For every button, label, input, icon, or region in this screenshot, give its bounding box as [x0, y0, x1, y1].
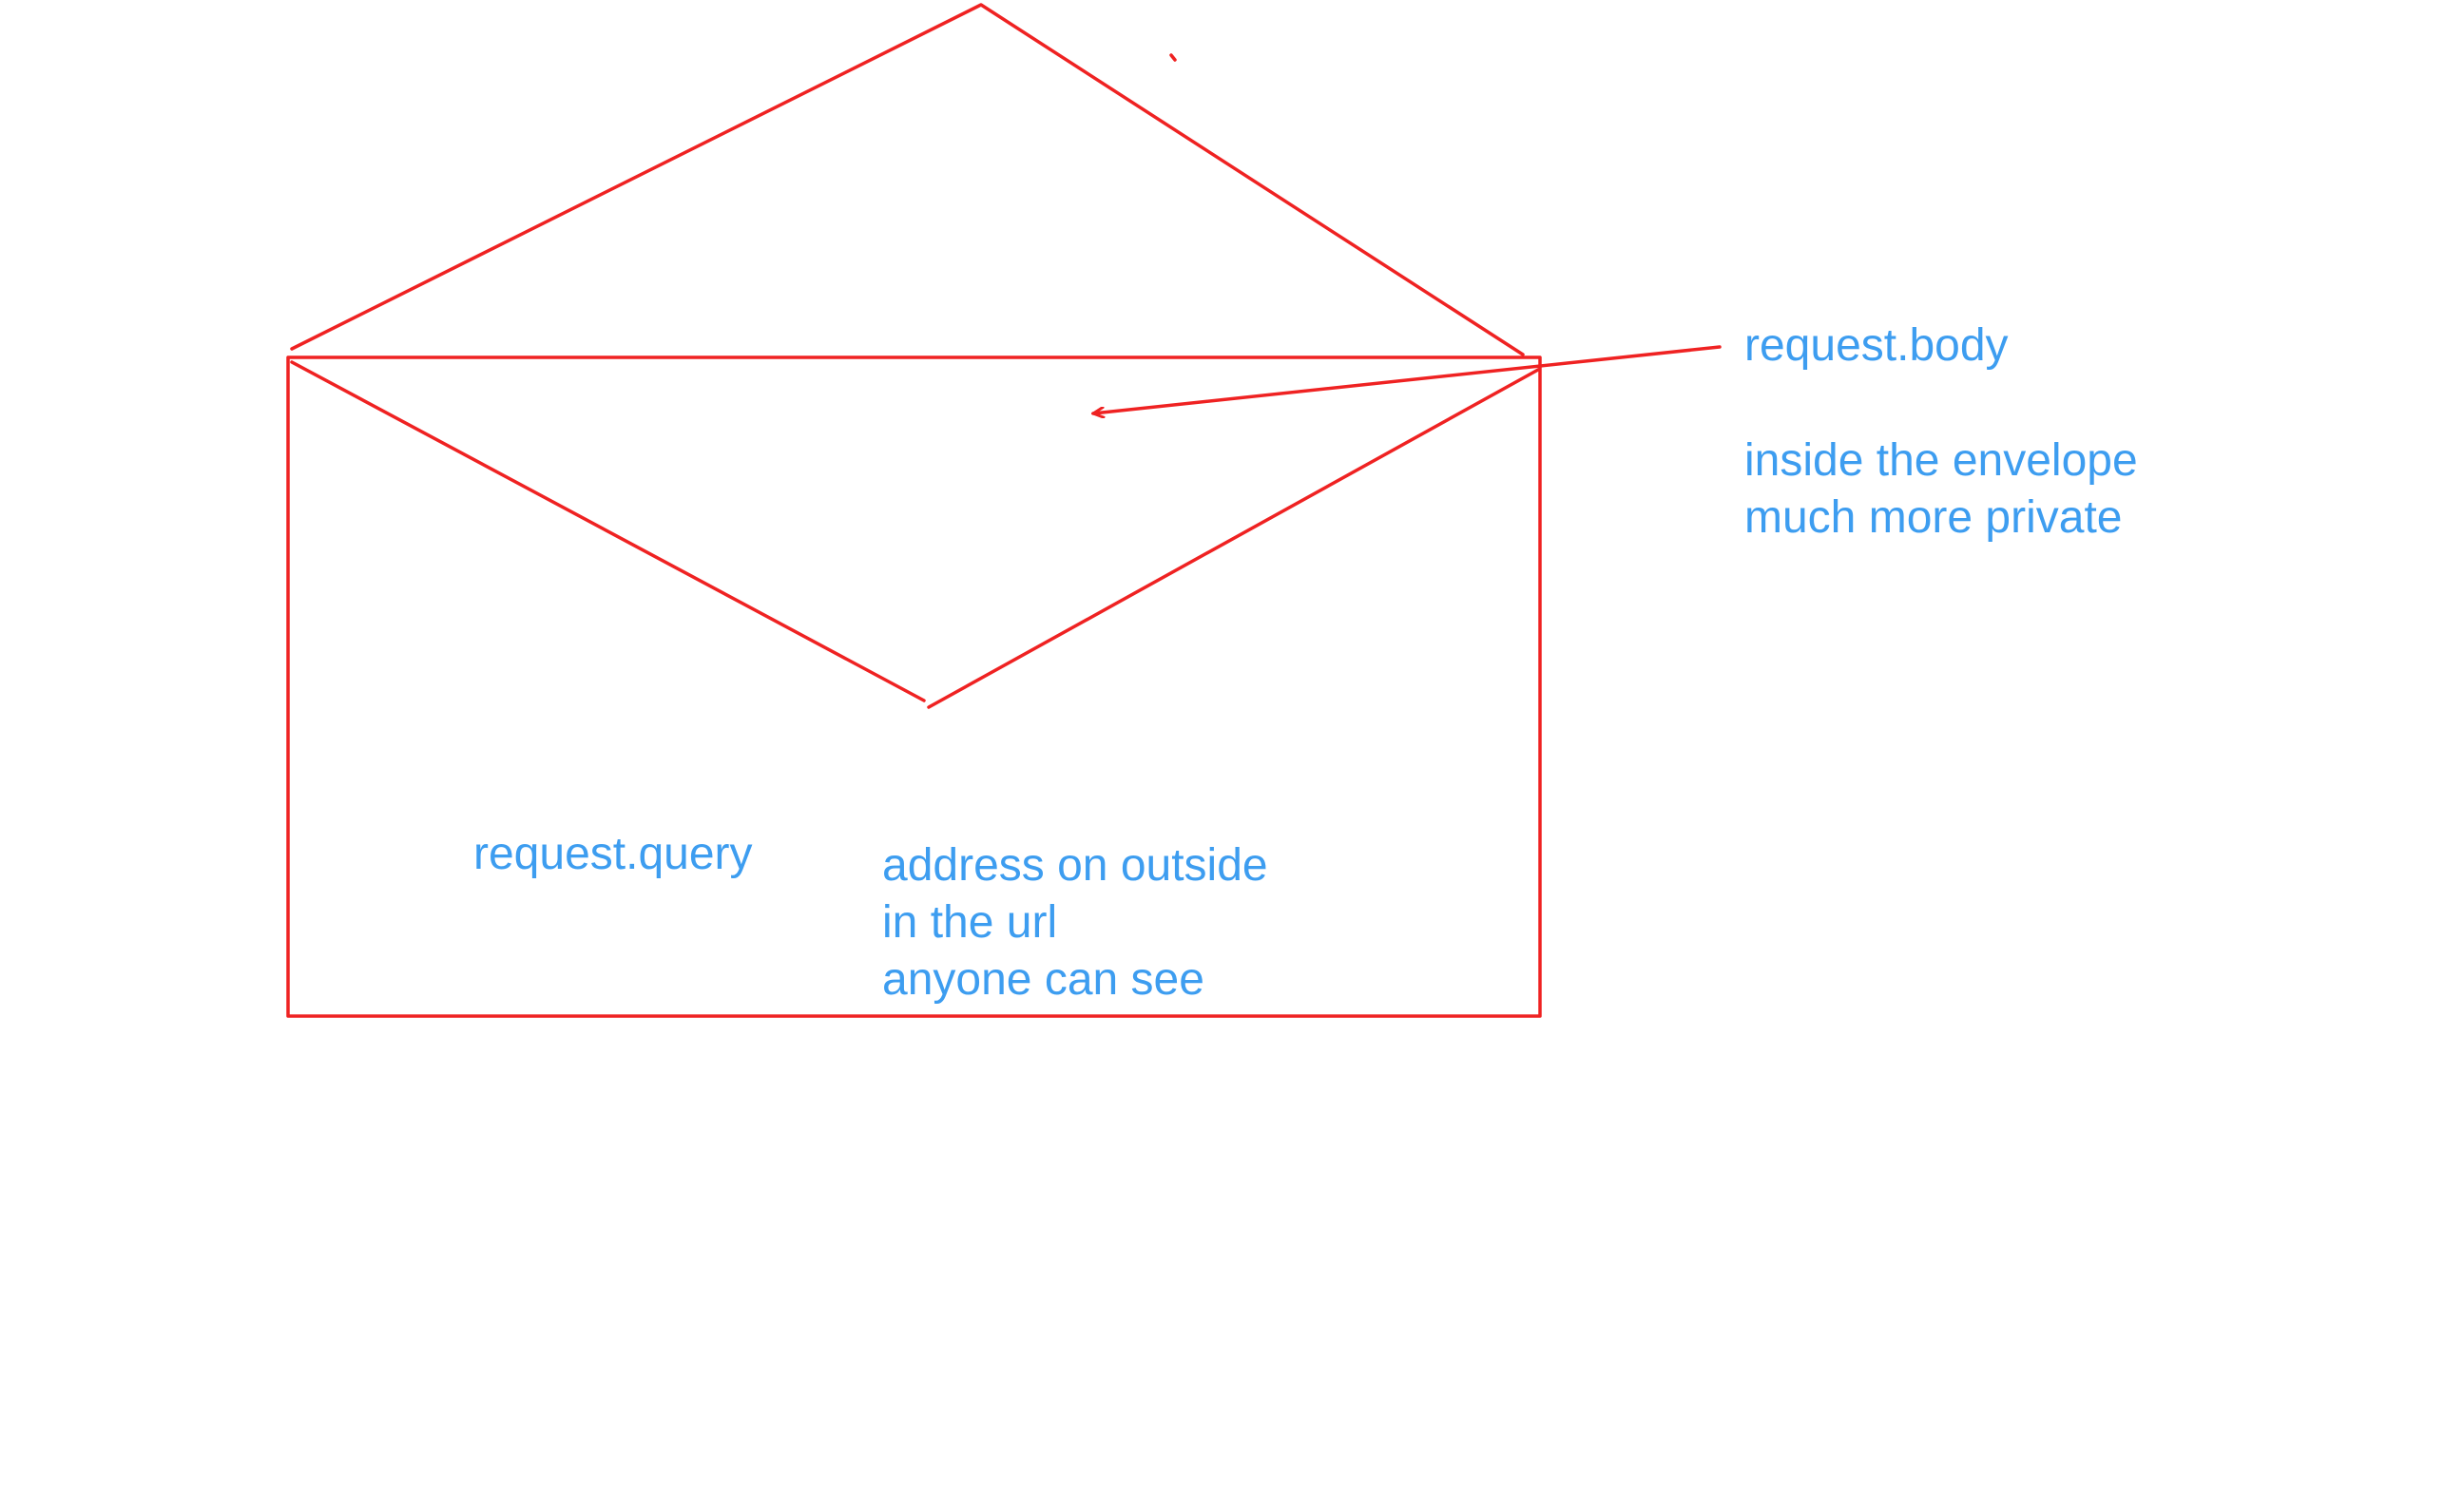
request-query-line-3: anyone can see [882, 954, 1204, 1005]
envelope-inner-fold-right [927, 368, 1540, 709]
request-body-line-2: much more private [1744, 492, 2123, 543]
request-body-title: request.body [1744, 320, 2009, 371]
envelope-body [286, 355, 1542, 1018]
request-query-line-2: in the url [882, 897, 1058, 948]
arrow-into-envelope [1093, 345, 1722, 413]
envelope-open-flap [290, 3, 1525, 356]
request-query-title: request.query [473, 829, 753, 879]
request-body-description: inside the envelope much more private [1744, 432, 2138, 547]
request-query-description: address on outside in the url anyone can… [882, 837, 1268, 1008]
request-body-label: request.body [1744, 317, 2009, 374]
request-query-label: request.query [473, 826, 753, 883]
request-body-line-1: inside the envelope [1744, 435, 2138, 486]
request-query-line-1: address on outside [882, 840, 1268, 891]
stray-pen-mark [1169, 53, 1177, 62]
envelope-inner-fold-left [290, 360, 926, 702]
